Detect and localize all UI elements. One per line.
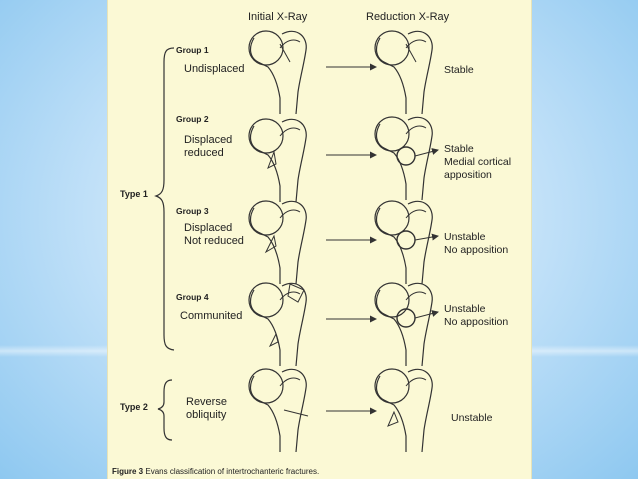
group3-result-line2: No apposition <box>444 244 509 256</box>
type2-brace <box>157 379 173 441</box>
type1-brace <box>154 47 175 351</box>
group4-result-line1: Unstable <box>444 303 486 315</box>
group2-desc-line1: Displaced <box>184 134 233 146</box>
header-reduction-xray: Reduction X-Ray <box>366 11 450 23</box>
group1-desc: Undisplaced <box>184 63 245 76</box>
group3-desc-line1: Displaced <box>184 222 233 234</box>
femur-reduction-g3 <box>374 200 433 285</box>
header-initial-xray: Initial X-Ray <box>248 11 308 23</box>
femur-reduction-g4 <box>374 282 433 367</box>
group3-desc-line2: Not reduced <box>184 235 244 247</box>
group2-result-line1: Stable <box>444 143 474 155</box>
figure-drawing <box>154 30 439 453</box>
group1-desc-line1: Undisplaced <box>184 63 245 75</box>
group3-title: Group 3 <box>176 206 209 216</box>
type1-label: Type 1 <box>120 189 148 199</box>
group3-result-line1: Unstable <box>444 231 486 243</box>
group2-result-line3: apposition <box>444 169 492 181</box>
femur-initial-type2 <box>248 368 307 453</box>
group2-title: Group 2 <box>176 114 209 124</box>
group1-result-line1: Stable <box>444 64 474 76</box>
femur-initial-g2 <box>248 118 307 203</box>
type2-desc-line2: obliquity <box>186 409 227 421</box>
contact-circle-g2 <box>396 146 416 166</box>
figure-caption: Figure 3 Evans classification of intertr… <box>112 467 319 476</box>
group3-desc: Displaced Not reduced <box>184 222 244 248</box>
contact-circle-g4 <box>396 308 416 328</box>
type2-result: Unstable <box>451 412 492 425</box>
type2-result-line1: Unstable <box>451 412 493 424</box>
femur-reduction-g2 <box>374 116 433 201</box>
group4-title: Group 4 <box>176 292 209 302</box>
femur-initial-g3 <box>248 200 307 285</box>
group1-result: Stable <box>444 64 474 77</box>
group3-result: Unstable No apposition <box>444 231 508 257</box>
contact-circle-g3 <box>396 230 416 250</box>
type2-desc-line1: Reverse <box>186 396 227 408</box>
group2-desc: Displaced reduced <box>184 134 232 160</box>
group4-result: Unstable No apposition <box>444 303 508 329</box>
group4-desc-line1: Communited <box>180 310 243 322</box>
figure-panel: Initial X-Ray Reduction X-Ray Type 1 Typ… <box>107 0 532 479</box>
type2-label: Type 2 <box>120 402 148 412</box>
group2-result-line2: Medial cortical <box>444 156 512 168</box>
figure-caption-label: Figure 3 <box>112 467 144 476</box>
group2-result: Stable Medial cortical apposition <box>444 143 511 182</box>
femur-reduction-type2 <box>374 368 433 453</box>
group4-result-line2: No apposition <box>444 316 509 328</box>
femur-initial-g4 <box>248 282 307 367</box>
group2-desc-line2: reduced <box>184 147 224 159</box>
group1-title: Group 1 <box>176 45 209 55</box>
group4-desc: Communited <box>180 310 242 323</box>
figure-caption-text: Evans classification of intertrochanteri… <box>145 467 320 476</box>
femur-initial-g1 <box>248 30 307 115</box>
type2-desc: Reverse obliquity <box>186 396 227 422</box>
femur-reduction-g1 <box>374 30 433 115</box>
